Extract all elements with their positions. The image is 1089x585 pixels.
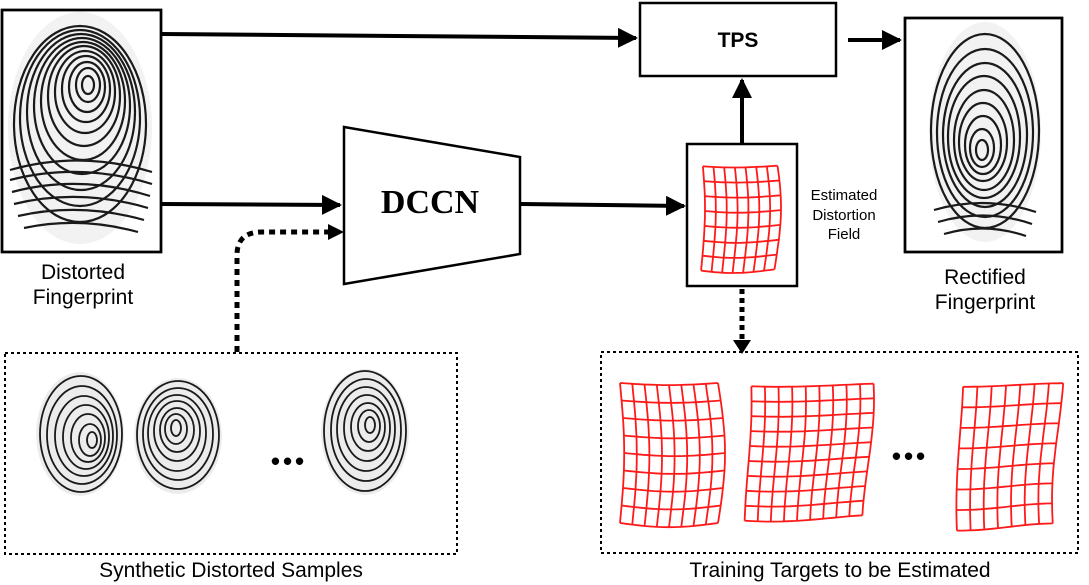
distortion-grid-icon xyxy=(700,164,782,274)
sample-fingerprint-icon xyxy=(36,372,124,496)
arrow-dccn-to-field xyxy=(520,195,686,216)
rectified-caption-line2: Fingerprint xyxy=(934,291,1036,315)
sample-fingerprint-icon xyxy=(134,378,222,494)
arrow-distorted-to-dccn xyxy=(161,194,342,215)
tps-box xyxy=(638,1,838,78)
rectified-fingerprint-caption: Rectified Fingerprint xyxy=(905,265,1065,315)
training-targets-box xyxy=(600,351,1079,554)
distorted-caption-line2: Fingerprint xyxy=(32,286,134,310)
estimated-field-caption: Estimated Distortion Field xyxy=(794,186,894,245)
synthetic-samples-caption: Synthetic Distorted Samples xyxy=(99,559,363,582)
training-targets-caption: Training Targets to be Estimated xyxy=(689,559,991,582)
sample-fingerprint-icon xyxy=(321,369,409,495)
samples-ellipsis: ••• xyxy=(271,446,307,476)
rectified-fingerprint-icon xyxy=(929,22,1041,242)
synthetic-samples-box xyxy=(4,352,458,555)
distorted-fingerprint-caption: Distorted Fingerprint xyxy=(2,260,164,310)
distortion-grid-icon xyxy=(955,382,1065,532)
dotted-arrow-samples-to-dccn xyxy=(234,229,330,352)
dccn-block xyxy=(342,125,522,286)
estimated-caption-line3: Field xyxy=(827,226,861,243)
tps-label: TPS xyxy=(718,29,759,52)
distorted-caption-line1: Distorted xyxy=(40,261,126,284)
rectified-caption-line1: Rectified xyxy=(944,266,1026,289)
targets-ellipsis: ••• xyxy=(892,441,928,471)
estimated-caption-line2: Distortion xyxy=(812,206,876,224)
estimated-caption-line1: Estimated xyxy=(810,187,878,204)
arrow-distorted-to-tps xyxy=(161,27,638,48)
distorted-fingerprint-icon xyxy=(8,12,153,244)
distortion-grid-icon xyxy=(743,382,875,523)
dccn-label: DCCN xyxy=(381,184,480,221)
distortion-grid-icon xyxy=(619,382,726,529)
